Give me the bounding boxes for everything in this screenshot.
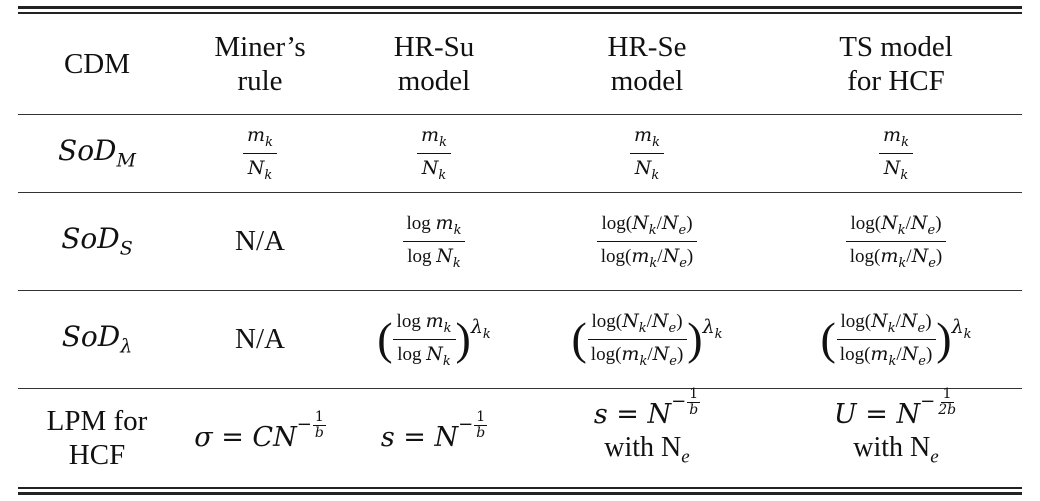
top-rule-thin	[18, 12, 1022, 14]
cell-sods-ts: log(Nk/Ne)log(mk/Ne)	[770, 191, 1022, 290]
row-label-sod-m: SoDM	[18, 113, 176, 192]
header-cdm: CDM	[63, 47, 131, 80]
row-label-sod-lambda: SoDλ	[18, 289, 176, 388]
bottom-rule-thick	[18, 492, 1022, 495]
cell-sodl-miner: N/A	[176, 289, 344, 388]
cell-sods-hrse: log(Nk/Ne)log(mk/Ne)	[524, 191, 770, 290]
cell-sods-miner: N/A	[176, 191, 344, 290]
bottom-rule-thin	[18, 487, 1022, 489]
cell-sodl-ts: (log(Nk/Ne)log(mk/Ne))λk	[770, 289, 1022, 388]
row-label-sod-s: SoDS	[18, 191, 176, 290]
top-rule-thick	[18, 6, 1022, 9]
cell-sodl-hrse: (log(Nk/Ne)log(mk/Ne))λk	[524, 289, 770, 388]
